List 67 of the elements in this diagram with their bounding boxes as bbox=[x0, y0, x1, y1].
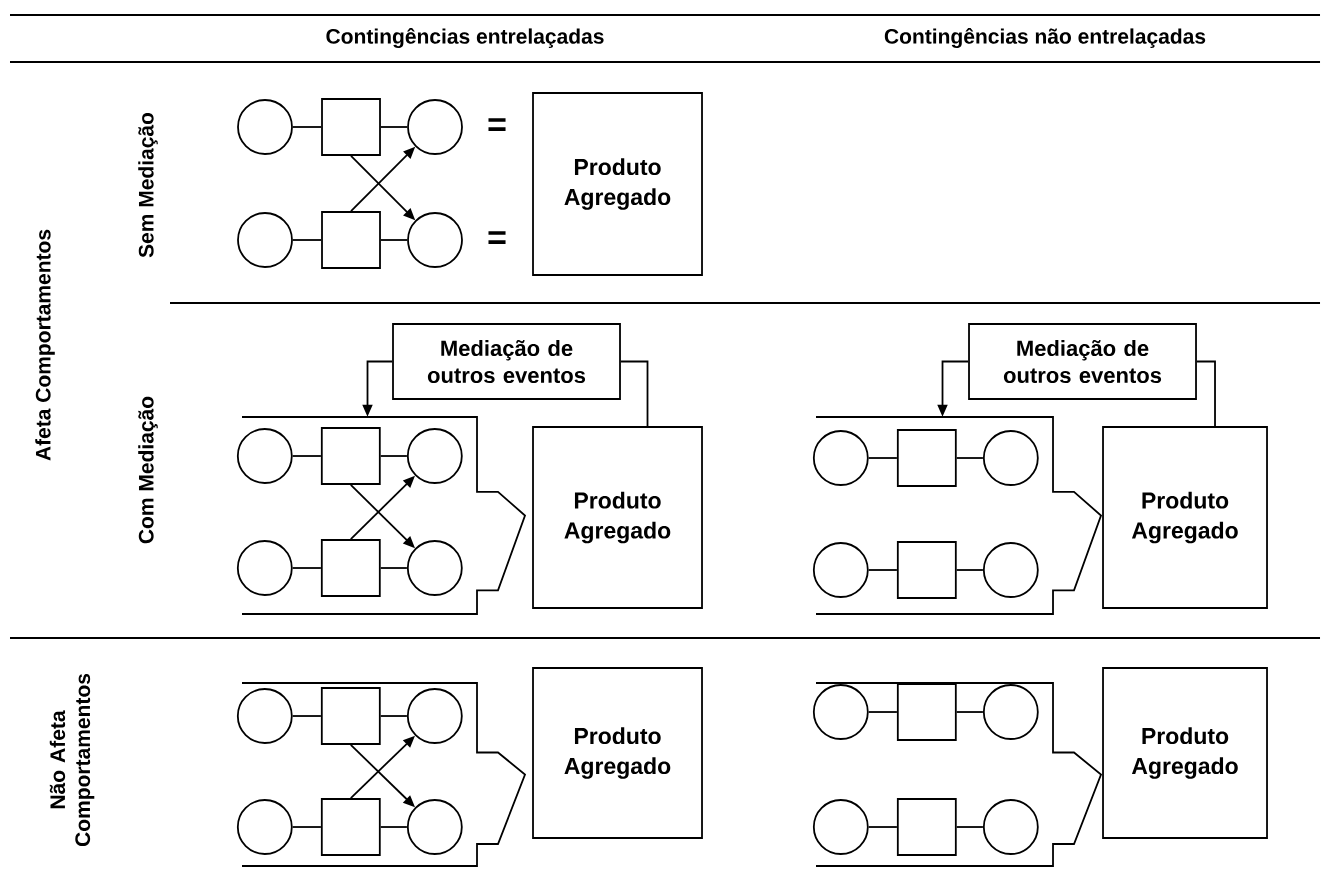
mediation-box: Mediação de outros eventos bbox=[392, 323, 621, 400]
column-header: Contingências entrelaçadas bbox=[326, 27, 604, 49]
product-box: Produto Agregado bbox=[532, 667, 703, 839]
connector-line bbox=[379, 455, 408, 457]
row-header: Com Mediação bbox=[138, 396, 158, 544]
equals-sign: = bbox=[488, 118, 506, 131]
connector-line bbox=[867, 457, 898, 459]
square-shape bbox=[320, 687, 381, 745]
connector-line bbox=[867, 826, 898, 828]
connector-line bbox=[955, 711, 984, 713]
circle-shape bbox=[812, 430, 869, 486]
row-header: Não Afeta Comportamentos bbox=[49, 673, 95, 847]
circle-shape bbox=[812, 684, 869, 740]
square-shape bbox=[896, 429, 957, 487]
connector-line bbox=[955, 457, 984, 459]
row-header: Sem Mediação bbox=[138, 112, 158, 258]
connector-line bbox=[380, 239, 408, 241]
circle-shape bbox=[237, 99, 293, 155]
connector-line bbox=[292, 126, 322, 128]
product-box: Produto Agregado bbox=[1102, 426, 1268, 609]
square-shape bbox=[896, 541, 957, 599]
circle-shape bbox=[812, 799, 869, 855]
circle-shape bbox=[406, 799, 463, 855]
column-header: Contingências não entrelaçadas bbox=[884, 27, 1206, 49]
connector-line bbox=[292, 239, 322, 241]
circle-shape bbox=[406, 688, 463, 744]
connector-line bbox=[291, 455, 322, 457]
circle-shape bbox=[982, 684, 1039, 740]
row-header: Afeta Comportamentos bbox=[35, 229, 55, 461]
connector-line bbox=[380, 126, 408, 128]
product-box: Produto Agregado bbox=[532, 92, 703, 276]
connector-line bbox=[955, 569, 984, 571]
circle-shape bbox=[982, 542, 1039, 598]
connector-line bbox=[1196, 360, 1216, 427]
connector-line bbox=[291, 715, 322, 717]
connector-line bbox=[867, 569, 898, 571]
connector-line bbox=[379, 715, 408, 717]
circle-shape bbox=[236, 688, 293, 744]
circle-shape bbox=[236, 428, 293, 484]
connector-line bbox=[379, 826, 408, 828]
product-box: Produto Agregado bbox=[1102, 667, 1268, 839]
square-shape bbox=[896, 683, 957, 741]
circle-shape bbox=[237, 212, 293, 268]
connector-line bbox=[291, 826, 322, 828]
mediation-box: Mediação de outros eventos bbox=[968, 323, 1197, 400]
equals-sign: = bbox=[488, 231, 506, 244]
circle-shape bbox=[407, 99, 463, 155]
connector-line bbox=[955, 826, 984, 828]
square-shape bbox=[896, 798, 957, 856]
circle-shape bbox=[982, 799, 1039, 855]
circle-shape bbox=[406, 540, 463, 596]
circle-shape bbox=[406, 428, 463, 484]
square-shape bbox=[320, 798, 381, 856]
circle-shape bbox=[407, 212, 463, 268]
circle-shape bbox=[812, 542, 869, 598]
product-box: Produto Agregado bbox=[532, 426, 703, 609]
circle-shape bbox=[982, 430, 1039, 486]
square-shape bbox=[321, 98, 381, 156]
square-shape bbox=[320, 539, 381, 597]
square-shape bbox=[321, 211, 381, 269]
connector-line bbox=[379, 567, 408, 569]
square-shape bbox=[320, 427, 381, 485]
circle-shape bbox=[236, 540, 293, 596]
connector-line bbox=[620, 360, 649, 427]
connector-line bbox=[291, 567, 322, 569]
circle-shape bbox=[236, 799, 293, 855]
connector-line bbox=[867, 711, 898, 713]
